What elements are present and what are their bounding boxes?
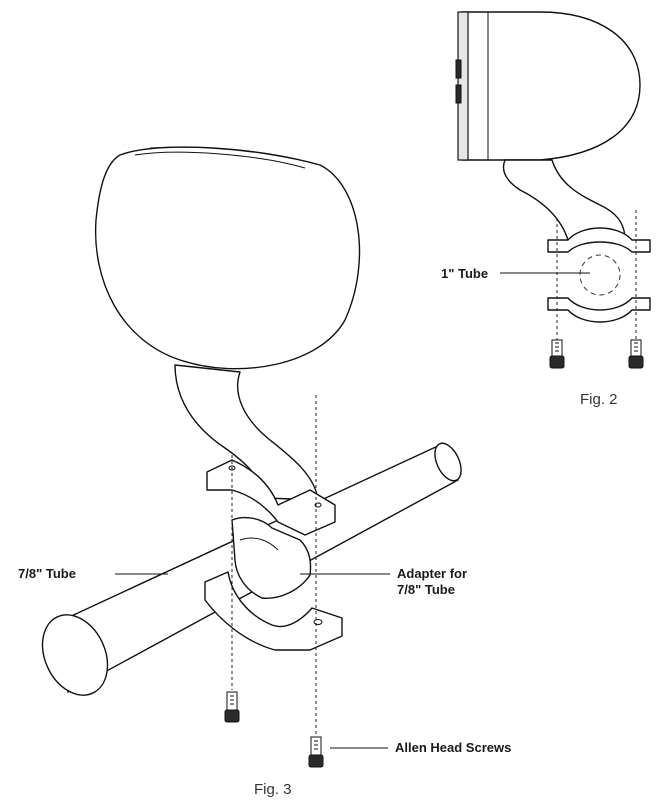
- lower-clamp-fig3: [204, 571, 343, 651]
- fig3-assembly: [41, 146, 462, 768]
- lower-clamp-fig2: [547, 297, 651, 323]
- upper-clamp-fig2: [547, 227, 651, 253]
- label-one-inch-tube: 1" Tube: [441, 266, 488, 281]
- allen-screw-icon: [628, 339, 644, 369]
- one-inch-tube-circle: [579, 254, 621, 296]
- allen-screw-icon: [549, 339, 565, 369]
- allen-screw-icon: [308, 736, 324, 768]
- label-adapter-line2: 7/8" Tube: [397, 582, 455, 597]
- upper-clamp-fig3: [206, 459, 336, 536]
- speaker-pod-icon: [94, 146, 361, 370]
- label-seven-eighths-tube: 7/8" Tube: [18, 566, 76, 581]
- label-allen-screws: Allen Head Screws: [395, 740, 511, 755]
- fig3-caption: Fig. 3: [254, 781, 292, 798]
- allen-screw-icon: [224, 691, 240, 723]
- label-adapter-line1: Adapter for: [397, 566, 467, 581]
- speaker-pod-side-icon: [455, 11, 641, 161]
- fig2-caption: Fig. 2: [580, 391, 618, 408]
- fig2-assembly: [455, 11, 651, 369]
